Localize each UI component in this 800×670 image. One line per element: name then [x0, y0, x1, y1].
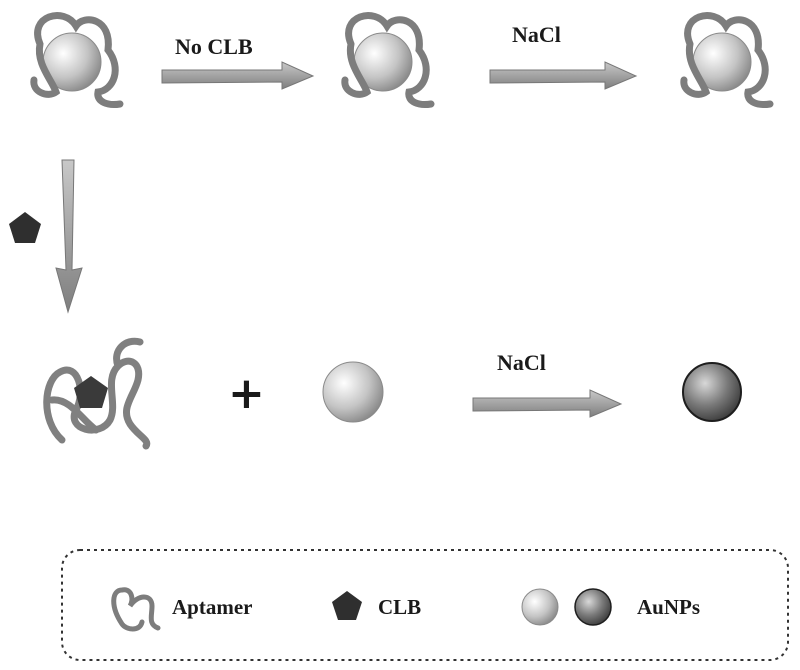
clb-pentagon-added	[9, 212, 41, 243]
aunp-legend-dark	[575, 589, 611, 625]
arrow-label-nacl-top: NaCl	[512, 22, 561, 48]
aunp-legend-light	[522, 589, 558, 625]
aptamer-aunp-complex-2	[345, 16, 431, 105]
aptamer-aunp-complex-3	[684, 16, 770, 105]
legend-label-aptamer: Aptamer	[172, 595, 252, 620]
aunp-dispersed	[323, 362, 383, 422]
aptamer-aunp-complex-1	[34, 16, 120, 105]
arrow-no-clb	[162, 62, 313, 89]
legend-label-aunps: AuNPs	[637, 595, 700, 620]
arrow-nacl-bottom	[473, 390, 621, 417]
clb-legend-icon	[332, 591, 362, 620]
arrow-label-nacl-bottom: NaCl	[497, 350, 546, 376]
aptamer-clb-complex	[47, 341, 147, 446]
aunp-aggregated	[683, 363, 741, 421]
plus-sign: +	[228, 368, 265, 419]
arrow-add-clb	[56, 160, 82, 312]
aptamer-legend-icon	[114, 590, 158, 629]
arrow-label-no-clb: No CLB	[175, 34, 253, 60]
legend-label-clb: CLB	[378, 595, 421, 620]
arrow-nacl-top	[490, 62, 636, 89]
